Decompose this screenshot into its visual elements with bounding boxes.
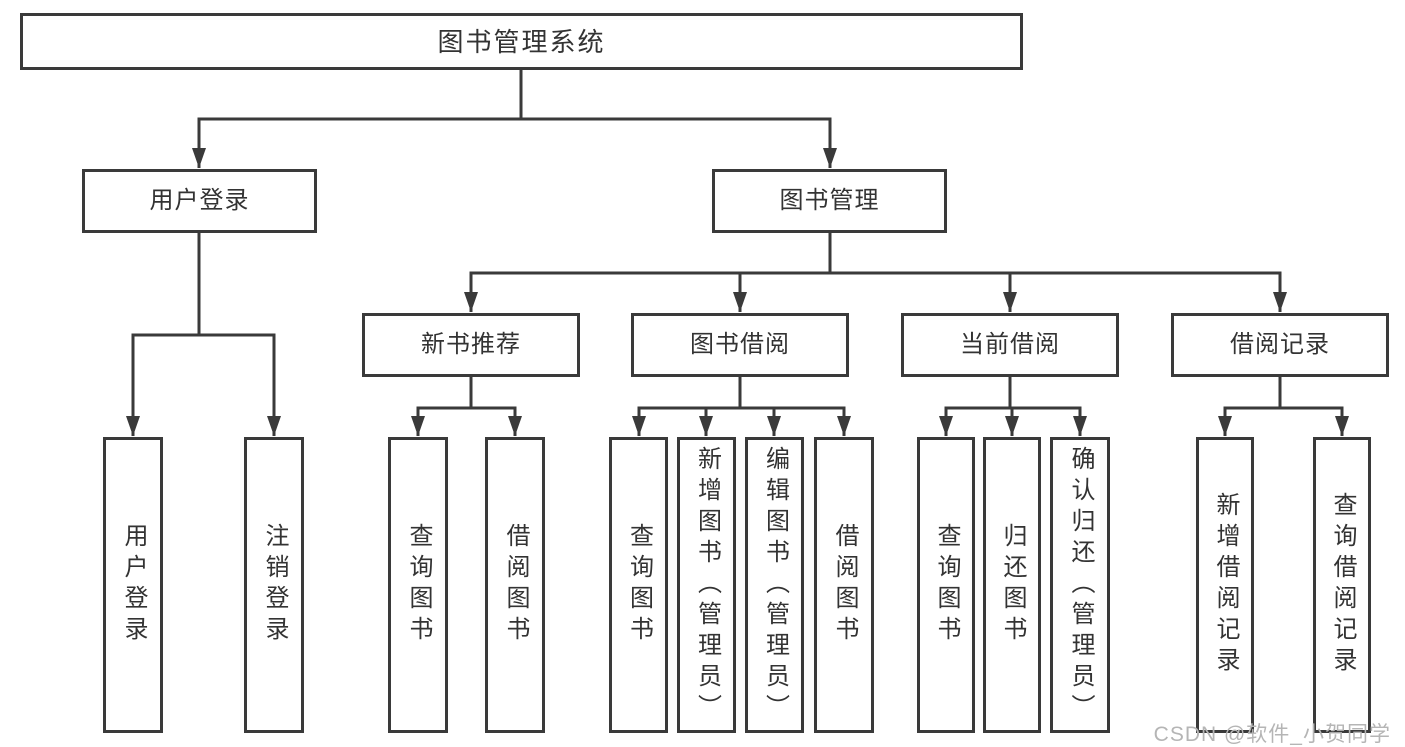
connector-borrow-records [1223, 377, 1344, 410]
node-current-borrow: 当前借阅 [901, 313, 1119, 377]
node-borrow-records: 借阅记录 [1171, 313, 1389, 377]
node-new-book-recommend: 新书推荐 [362, 313, 580, 377]
leaf-add-borrow-record-label: 新增借阅记录 [1212, 492, 1239, 678]
leaf-query-books-current-label: 查询图书 [933, 523, 960, 647]
leaf-add-borrow-record: 新增借阅记录 [1196, 437, 1254, 733]
leaf-logout: 注销登录 [244, 437, 304, 733]
node-current-borrow-label: 当前借阅 [960, 331, 1060, 358]
leaf-query-books-borrow-label: 查询图书 [625, 523, 653, 647]
node-user-login: 用户登录 [82, 169, 317, 233]
leaf-confirm-return-admin: 确认归还（管理员） [1050, 437, 1110, 733]
leaf-borrow-books-recommend-label: 借阅图书 [502, 523, 529, 647]
connector-root [197, 70, 832, 121]
leaf-confirm-return-admin-label: 确认归还（管理员） [1067, 445, 1094, 725]
node-new-book-recommend-label: 新书推荐 [421, 331, 521, 358]
leaf-user-login-label: 用户登录 [120, 523, 147, 647]
leaf-query-books-borrow: 查询图书 [609, 437, 668, 733]
leaf-edit-books-admin-label: 编辑图书（管理员） [761, 445, 789, 725]
leaf-query-books-recommend-label: 查询图书 [405, 523, 432, 647]
watermark-text: CSDN @软件_小贺同学 [1153, 723, 1391, 746]
leaf-query-books-current: 查询图书 [917, 437, 975, 733]
node-book-management: 图书管理 [712, 169, 947, 233]
connector-wires [126, 70, 1349, 436]
node-book-management-label: 图书管理 [779, 187, 880, 214]
connector-user-login [131, 233, 276, 337]
node-root: 图书管理系统 [20, 13, 1023, 70]
leaf-return-books-label: 归还图书 [999, 523, 1026, 647]
connector-book-management [469, 233, 1282, 275]
node-borrow-records-label: 借阅记录 [1230, 331, 1330, 358]
connector-new-book-recommend [416, 377, 517, 410]
leaf-user-login: 用户登录 [103, 437, 163, 733]
connector-current-borrow [944, 377, 1082, 410]
leaf-query-books-recommend: 查询图书 [388, 437, 448, 733]
leaf-query-borrow-record-label: 查询借阅记录 [1329, 492, 1356, 678]
leaf-borrow-books-label: 借阅图书 [831, 523, 858, 647]
node-book-borrow-label: 图书借阅 [690, 331, 790, 358]
leaf-return-books: 归还图书 [983, 437, 1041, 733]
leaf-query-borrow-record: 查询借阅记录 [1313, 437, 1371, 733]
leaf-add-books-admin: 新增图书（管理员） [677, 437, 736, 733]
node-user-login-label: 用户登录 [149, 187, 250, 214]
leaf-edit-books-admin: 编辑图书（管理员） [745, 437, 804, 733]
node-root-label: 图书管理系统 [437, 26, 606, 57]
leaf-borrow-books: 借阅图书 [814, 437, 874, 733]
leaf-logout-label: 注销登录 [261, 523, 288, 647]
leaf-add-books-admin-label: 新增图书（管理员） [693, 445, 721, 725]
leaf-borrow-books-recommend: 借阅图书 [485, 437, 545, 733]
node-book-borrow: 图书借阅 [631, 313, 849, 377]
connector-book-borrow [637, 377, 846, 410]
